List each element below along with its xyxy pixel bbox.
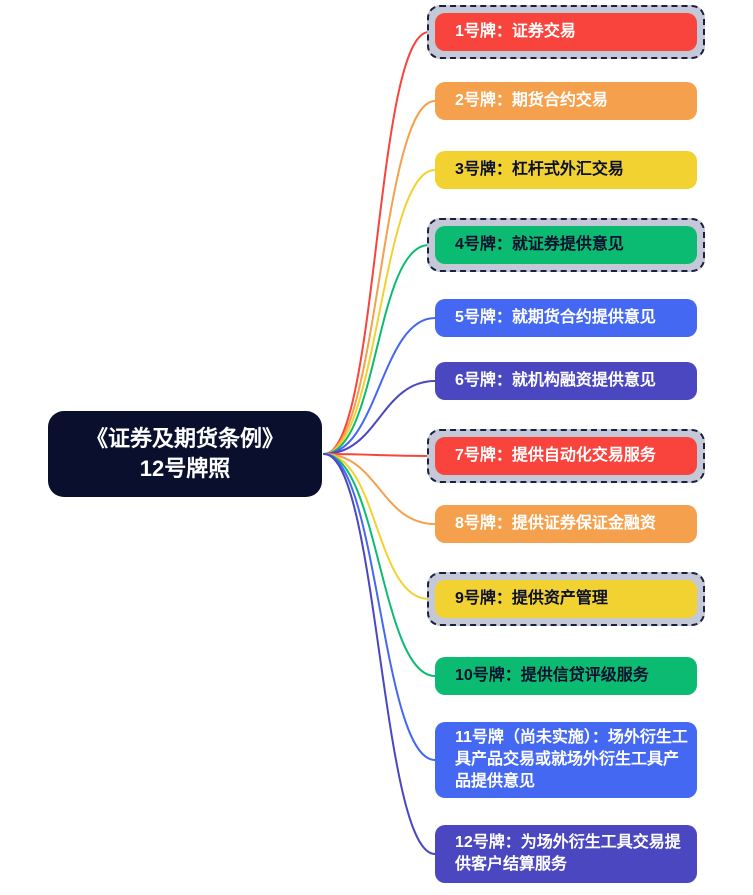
connector-path-12	[323, 453, 436, 855]
connector-path-10	[323, 453, 436, 677]
connector-path-11	[323, 453, 436, 761]
root-node[interactable]: 《证券及期货条例》12号牌照	[48, 411, 322, 497]
connector-path-8	[323, 453, 436, 525]
branch-node-10[interactable]: 10号牌：提供信贷评级服务	[435, 657, 697, 695]
branch-node-8[interactable]: 8号牌：提供证券保证金融资	[435, 505, 697, 543]
branch-node-4[interactable]: 4号牌：就证券提供意见	[435, 226, 697, 264]
connector-path-9	[323, 453, 430, 600]
connector-path-5	[323, 317, 436, 455]
branch-node-6[interactable]: 6号牌：就机构融资提供意见	[435, 362, 697, 400]
branch-node-3[interactable]: 3号牌：杠杆式外汇交易	[435, 151, 697, 189]
connector-path-4	[323, 244, 430, 455]
branch-node-2[interactable]: 2号牌：期货合约交易	[435, 82, 697, 120]
connector-path-7	[323, 453, 430, 457]
connector-path-6	[323, 380, 436, 455]
connector-path-3	[323, 169, 436, 455]
branch-node-11[interactable]: 11号牌（尚未实施）：场外衍生工具产品交易或就场外衍生工具产品提供意见	[435, 722, 697, 798]
branch-node-1[interactable]: 1号牌：证券交易	[435, 13, 697, 51]
branch-node-12[interactable]: 12号牌：为场外衍生工具交易提供客户结算服务	[435, 825, 697, 883]
connector-path-2	[323, 100, 436, 455]
branch-node-7[interactable]: 7号牌：提供自动化交易服务	[435, 437, 697, 475]
branch-node-5[interactable]: 5号牌：就期货合约提供意见	[435, 299, 697, 337]
connector-path-1	[323, 31, 430, 455]
branch-node-9[interactable]: 9号牌：提供资产管理	[435, 580, 697, 618]
root-node-label: 《证券及期货条例》12号牌照	[85, 426, 284, 481]
